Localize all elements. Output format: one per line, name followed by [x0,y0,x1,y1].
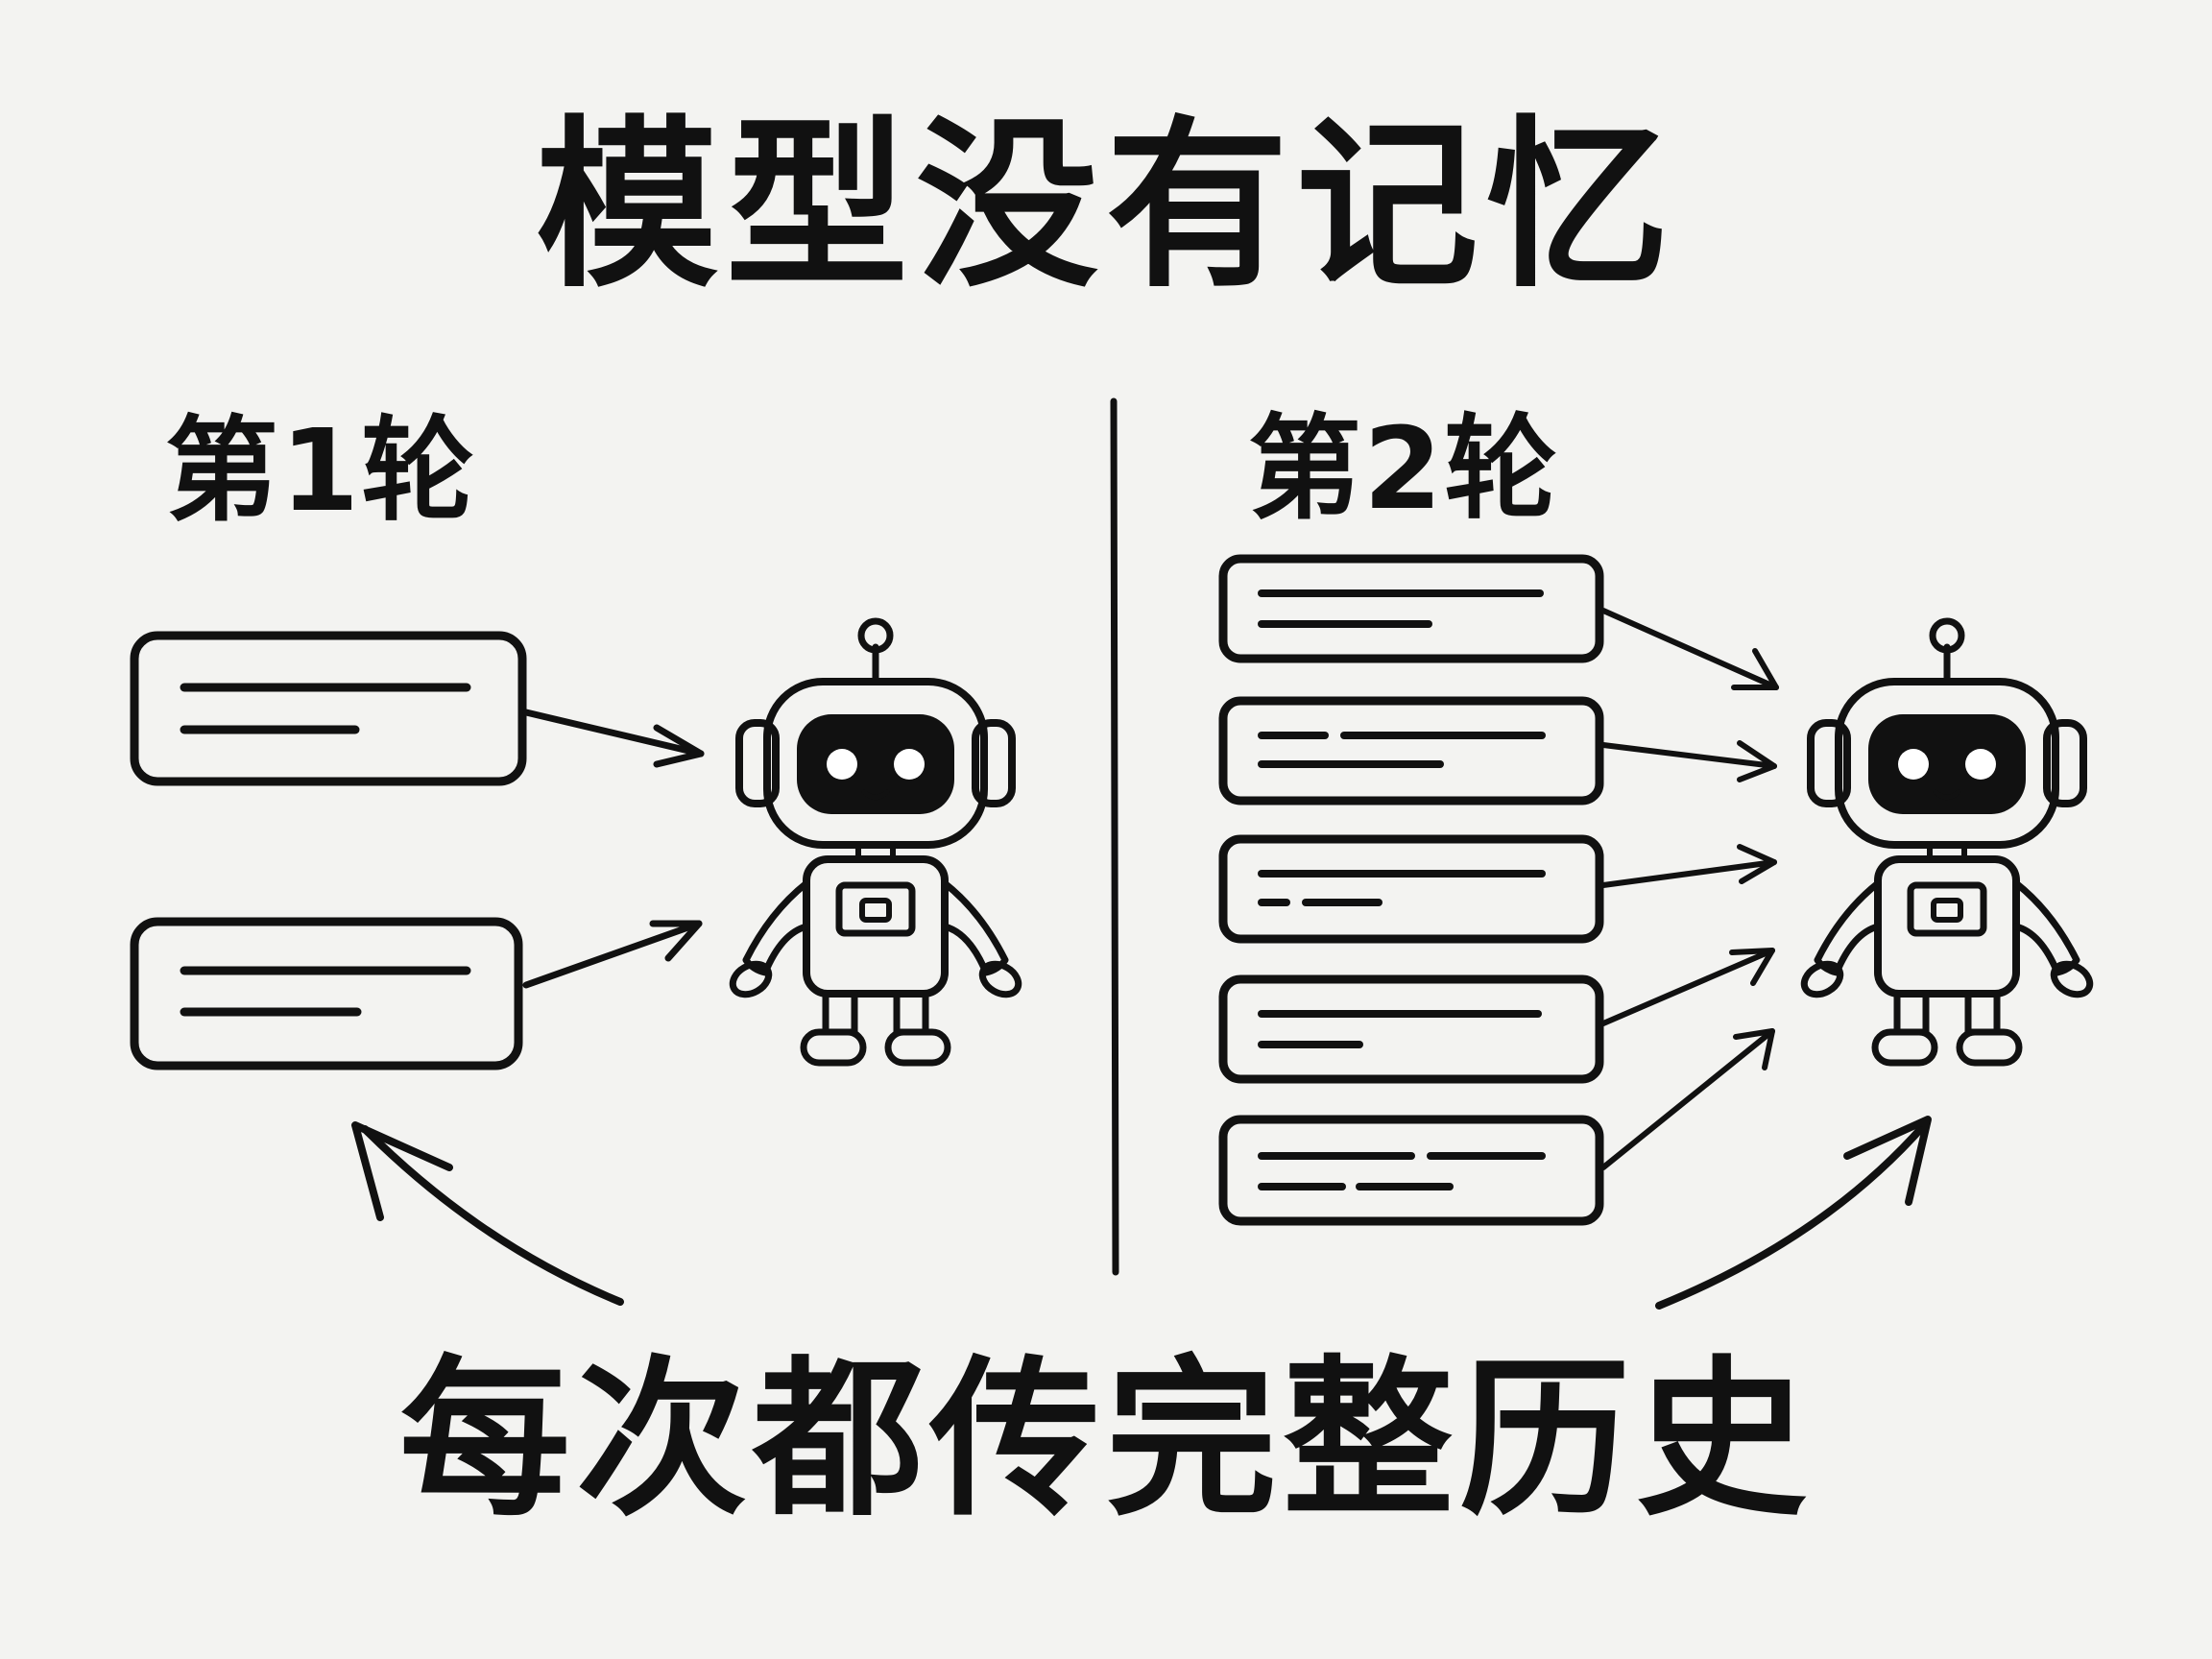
message-box-icon [1218,554,1604,663]
arrow-icon [522,709,705,768]
round-1-arrows [522,709,705,989]
message-box-icon [1218,696,1604,805]
arrow-icon [522,920,703,989]
round-2-messages [1218,554,1604,1226]
arrow-icon [1600,740,1777,782]
curved-arrow-icon [351,1121,624,1306]
arrow-icon [1600,844,1777,888]
message-box-icon [1218,974,1604,1084]
arrow-icon [1600,608,1779,690]
round-divider [1110,397,1119,1276]
robot-icon [728,621,1024,1063]
message-box-icon [130,917,523,1070]
message-box-icon [1218,1115,1604,1226]
diagram-caption: 每次都传完整历史 [399,1340,1813,1539]
round-1-messages [130,631,527,1070]
round-2-arrows [1600,608,1779,1170]
curved-arrow-icon [1655,1116,1932,1310]
round-1-label: 第1轮 [165,404,477,537]
message-box-icon [130,631,527,786]
robot-icon [1799,621,2096,1063]
message-box-icon [1218,834,1604,944]
arrow-icon [1600,948,1775,1026]
arrow-icon [1600,1028,1775,1170]
diagram-title: 模型没有记忆 [535,100,1676,312]
round-2-label: 第2轮 [1248,402,1560,535]
